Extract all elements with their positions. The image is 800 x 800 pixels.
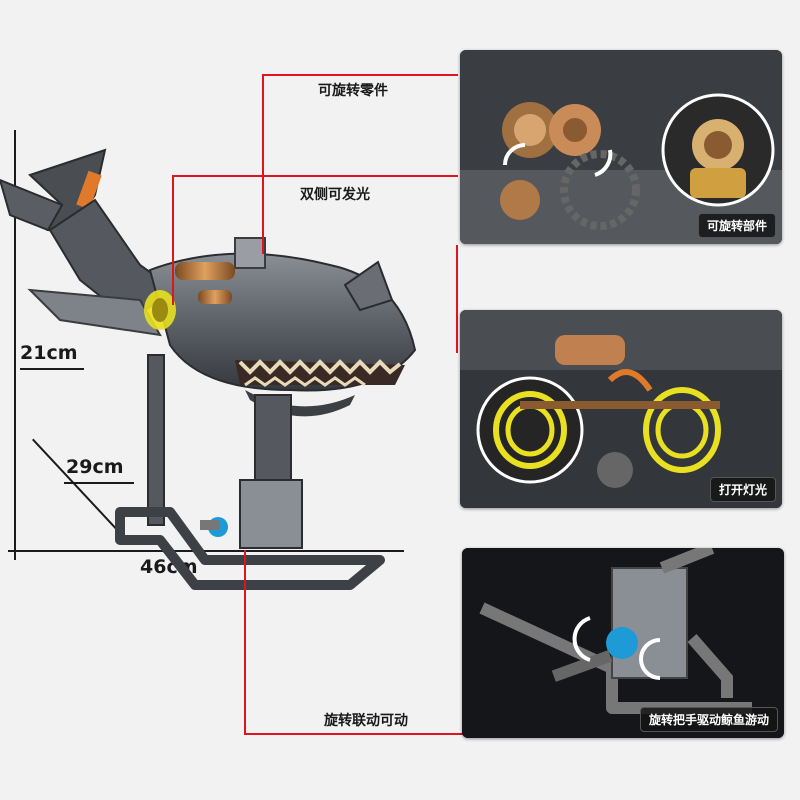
detail-panel-rotating-parts: 可旋转部件 — [460, 50, 782, 244]
callout-rotate-linkage: 旋转联动可动 — [324, 713, 408, 729]
badge-crank: 旋转把手驱动鲸鱼游动 — [639, 707, 778, 732]
detail-panel-lights: 打开灯光 — [460, 310, 782, 508]
depth-label: 29cm — [66, 456, 124, 478]
callout-rotating-parts: 可旋转零件 — [318, 83, 388, 99]
height-label: 21cm — [20, 342, 78, 364]
mechanical-whale-model — [0, 148, 417, 590]
callout-line-rotating-vertical — [262, 74, 264, 254]
height-label-underline — [20, 368, 84, 370]
callout-line-rotating-horizontal — [262, 74, 458, 76]
rotating-parts-photo — [460, 50, 782, 244]
callout-line-light-vertical-left — [172, 175, 174, 305]
callout-line-linkage-vertical — [244, 550, 246, 734]
callout-double-side-light: 双侧可发光 — [300, 187, 370, 203]
height-measure-line — [14, 130, 16, 560]
detail-panel-crank: 旋转把手驱动鲸鱼游动 — [462, 548, 784, 738]
badge-lights: 打开灯光 — [709, 477, 776, 502]
callout-line-linkage-horizontal — [244, 733, 464, 735]
badge-rotating-parts: 可旋转部件 — [697, 213, 776, 238]
callout-line-light-horizontal — [172, 175, 458, 177]
crank-photo — [462, 548, 784, 738]
callout-line-light-vertical-right — [456, 245, 458, 353]
lights-photo — [460, 310, 782, 508]
width-measure-line — [8, 550, 404, 552]
depth-label-underline — [64, 482, 134, 484]
